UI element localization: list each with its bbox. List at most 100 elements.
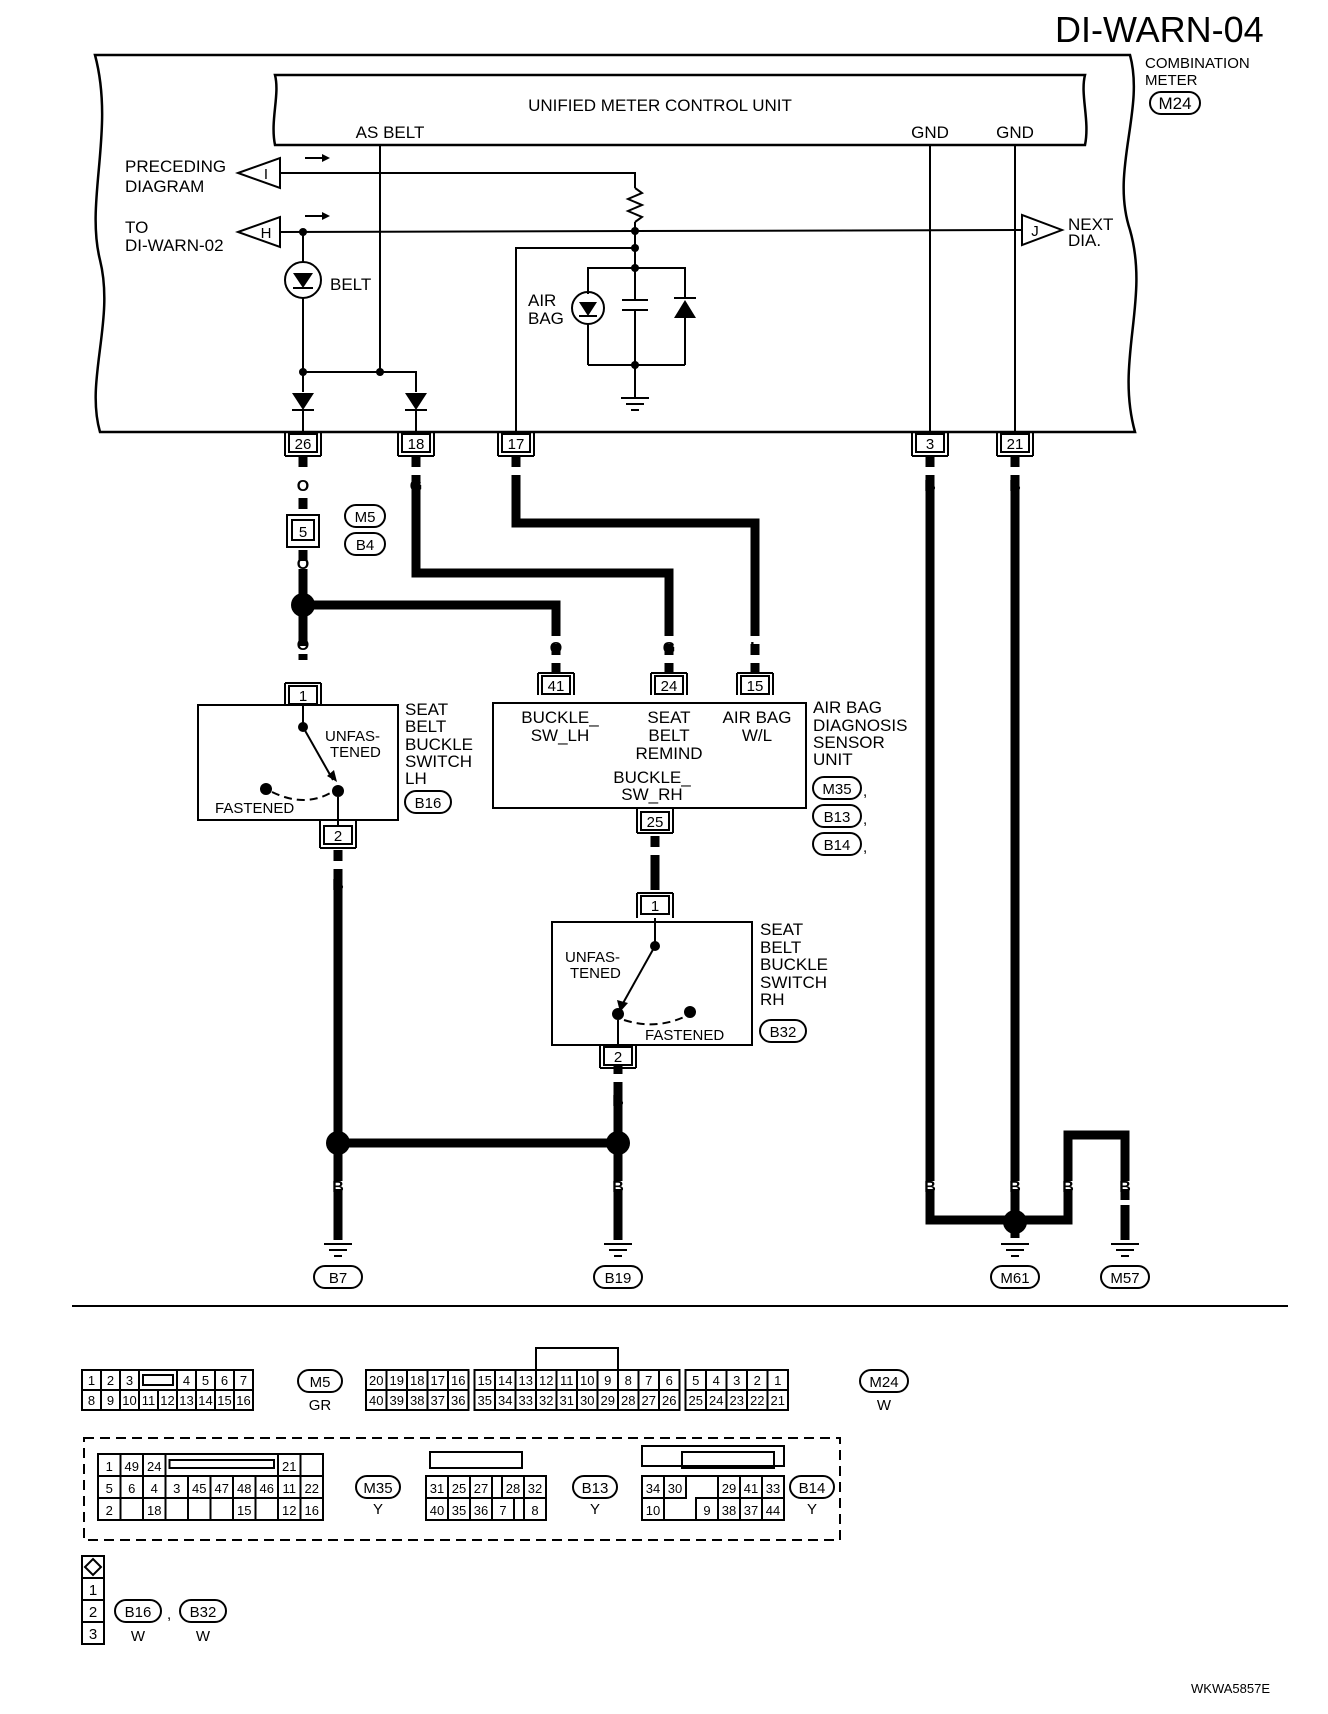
wire-color-b: B	[612, 1093, 624, 1110]
svg-text:W/L: W/L	[742, 726, 772, 745]
svg-text:5: 5	[299, 524, 307, 541]
wire-color-o: O	[550, 640, 562, 657]
connector-pin-label: 16	[236, 1393, 250, 1408]
unit-title: UNIFIED METER CONTROL UNIT	[528, 96, 792, 115]
svg-text:SW_LH: SW_LH	[531, 726, 590, 745]
svg-text:SWITCH: SWITCH	[405, 752, 472, 771]
connector-pin-label: 25	[689, 1393, 703, 1408]
connector-pin-label: 47	[215, 1481, 229, 1496]
connector-pin-label: 18	[147, 1503, 161, 1518]
pin-17: 17	[497, 432, 535, 457]
gnd-label-2: GND	[996, 123, 1034, 142]
svg-text:,: ,	[863, 839, 867, 856]
next-label-2: DIA.	[1068, 231, 1101, 250]
connector-pin-label: 29	[722, 1481, 736, 1496]
connector-pin-label: 1	[106, 1459, 113, 1474]
svg-text:,: ,	[863, 811, 867, 828]
svg-text:B14: B14	[799, 1480, 826, 1497]
svg-text:M24: M24	[869, 1374, 898, 1391]
connector-pin-label: 34	[498, 1393, 512, 1408]
connector-pin-label: 12	[160, 1393, 174, 1408]
wire-color-b: B	[332, 877, 344, 894]
svg-text:UNIT: UNIT	[813, 750, 853, 769]
connector-pin-label: 3	[173, 1481, 180, 1496]
svg-text:,: ,	[167, 1606, 171, 1623]
unfastened-lh: UNFAS-	[325, 728, 380, 745]
wire-color-b: B	[1062, 1179, 1074, 1196]
svg-text:J: J	[1031, 223, 1039, 240]
connector-pin-label: 3	[126, 1373, 133, 1388]
wire-color-b: B	[1119, 1179, 1131, 1196]
connector-m24-tag: M24 W	[859, 1369, 909, 1414]
svg-text:M5: M5	[355, 509, 376, 526]
connector-pin-label: 15	[478, 1373, 492, 1388]
svg-text:W: W	[131, 1628, 146, 1645]
flow-arrows	[305, 154, 330, 220]
wire-color-b: B	[1009, 1179, 1021, 1196]
svg-text:2: 2	[334, 828, 342, 845]
connector-pin-label: 32	[539, 1393, 553, 1408]
connector-pin-label: 16	[305, 1503, 319, 1518]
connector-pin-label: 27	[642, 1393, 656, 1408]
connector-pin-label: 26	[662, 1393, 676, 1408]
connector-pin-label: 9	[604, 1373, 611, 1388]
svg-text:LH: LH	[405, 769, 427, 788]
connector-pin-label: 11	[142, 1393, 156, 1408]
connector-pin-label: 7	[645, 1373, 652, 1388]
svg-text:SW_RH: SW_RH	[621, 785, 682, 804]
connector-b16-b32-face: 1 2 3	[81, 1555, 105, 1645]
connector-pin-label: 21	[282, 1459, 296, 1474]
fastened-lh: FASTENED	[215, 800, 294, 817]
connector-pin-label: 40	[430, 1503, 444, 1518]
drawing-code: WKWA5857E	[1191, 1681, 1270, 1696]
internal-circuit	[279, 145, 1023, 432]
connector-pin-label: 12	[282, 1503, 296, 1518]
seat-belt-buckle-switch-rh: 1 2 UNFAS- TENED FASTENED SEAT BELT BUCK…	[551, 892, 828, 1069]
wire-color-g: G	[663, 640, 675, 657]
svg-text:AIR BAG: AIR BAG	[813, 698, 882, 717]
harness-wires	[298, 456, 1130, 1240]
connector-pin-label: 1	[774, 1373, 781, 1388]
connector-pin-label: 20	[369, 1373, 383, 1388]
preceding-diagram-flag: I	[235, 156, 281, 190]
svg-text:AIR BAG: AIR BAG	[723, 708, 792, 727]
connector-pin-label: 11	[283, 1481, 297, 1496]
connector-pin-label: 10	[580, 1373, 594, 1388]
wire-color-b: B	[924, 1179, 936, 1196]
connector-pin-label: 32	[528, 1481, 542, 1496]
connector-b16-b32-tag: B16 , B32 W W	[114, 1599, 227, 1645]
m24-header-tag: M24	[1149, 91, 1201, 115]
svg-text:Y: Y	[373, 1501, 383, 1518]
wire-color-b: B	[924, 478, 936, 495]
connector-pin-label: 15	[217, 1393, 231, 1408]
wire-color-b: B	[612, 1179, 624, 1196]
connector-pin-label: 28	[621, 1393, 635, 1408]
wire-color-b: B	[1009, 478, 1021, 495]
wire-color-b: B	[332, 1179, 344, 1196]
svg-text:1: 1	[299, 688, 307, 705]
svg-text:BELT: BELT	[405, 717, 446, 736]
wire-color-l: L	[511, 478, 521, 495]
connector-pin-label: 45	[192, 1481, 206, 1496]
connector-pin-label: 14	[498, 1373, 512, 1388]
connector-pin-label: 10	[646, 1503, 660, 1518]
svg-text:M35: M35	[822, 781, 851, 798]
connector-pin-label: 48	[237, 1481, 251, 1496]
connector-pin-label: 16	[451, 1373, 465, 1388]
svg-text:B4: B4	[356, 537, 374, 554]
connector-pin-label: 25	[452, 1481, 466, 1496]
svg-text:REMIND: REMIND	[635, 744, 702, 763]
svg-text:M61: M61	[1000, 1270, 1029, 1287]
wire-color-o: O	[297, 637, 309, 654]
connector-pin-label: 36	[451, 1393, 465, 1408]
svg-text:2: 2	[89, 1604, 97, 1621]
svg-text:3: 3	[926, 436, 934, 453]
pin-26: 26	[284, 432, 322, 457]
connector-pin-label: 5	[202, 1373, 209, 1388]
connector-pin-label: 9	[107, 1393, 114, 1408]
connector-pin-label: 36	[474, 1503, 488, 1518]
connector-pin-label: 10	[122, 1393, 136, 1408]
